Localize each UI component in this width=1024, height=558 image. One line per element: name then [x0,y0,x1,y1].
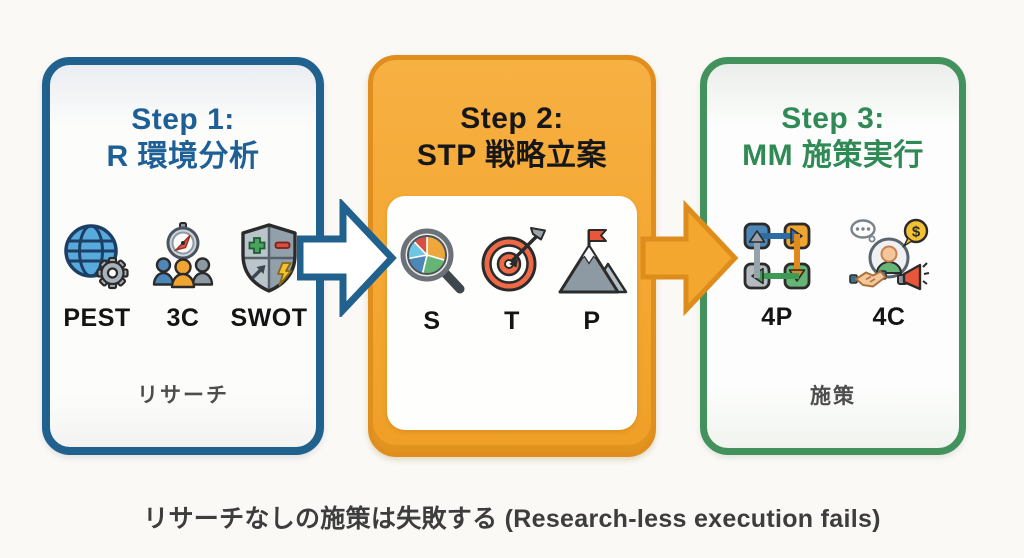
positioning-item: P [552,226,632,336]
positioning-label: P [583,307,601,335]
step2-title-line2: STP 戦略立案 [416,139,608,172]
step3-title-line1: Step 3: [781,102,885,135]
marketing-mix-4p-icon [743,222,811,290]
step3-card: Step 3: MM 施策実行 [700,57,966,455]
pest-item: PEST [54,221,140,333]
step3-title-line2: MM 施策実行 [742,139,924,172]
step1-card: Step 1: R 環境分析 [42,57,324,455]
step1-icons-row: PEST 3C [50,221,316,333]
step1-title: Step 1: R 環境分析 [50,101,316,175]
compass-people-icon [152,222,214,289]
step1-title-line2: R 環境分析 [106,140,260,173]
swot-label: SWOT [230,304,308,332]
swot-item: SWOT [226,221,312,333]
customer-4c-icon: $ [849,218,930,291]
step2-title: Step 2: STP 戦略立案 [373,100,651,174]
segmentation-item: S [392,226,472,336]
four-c-item: $ [833,218,945,332]
pest-label: PEST [63,304,131,332]
shield-swot-icon [241,223,297,293]
mountain-flag-icon [558,229,628,294]
three-c-item: 3C [140,221,226,333]
step2-title-line1: Step 2: [460,102,564,135]
four-p-item: 4P [721,218,833,332]
step3-icons-row: 4P $ [707,218,959,332]
footer-caption: リサーチなしの施策は失敗する (Research-less execution … [143,505,881,533]
megaphone-icon [897,262,930,291]
targeting-item: T [472,226,552,336]
step2-icons-row: S T [387,226,637,336]
thought-bubble-icon [850,219,876,243]
step1-title-line1: Step 1: [131,103,235,136]
handshake-icon [849,270,887,288]
four-p-label: 4P [761,303,793,331]
four-c-label: 4C [872,303,906,331]
dollar-bubble-icon: $ [902,218,929,248]
targeting-label: T [504,307,520,335]
three-c-label: 3C [166,304,200,332]
step3-sublabel: 施策 [810,385,856,408]
step2-card: Step 2: STP 戦略立案 [368,55,656,457]
globe-gear-icon [64,224,129,290]
step2-panel: S T [387,196,637,430]
segmentation-label: S [423,307,441,335]
step3-title: Step 3: MM 施策実行 [707,100,959,174]
target-arrow-icon [481,227,546,292]
arrow-step1-to-step2-icon [297,199,397,317]
dollar-symbol: $ [912,224,921,241]
arrow-step2-to-step3-icon [640,199,739,317]
magnifier-pie-icon [400,228,465,294]
step1-sublabel: リサーチ [137,384,229,407]
